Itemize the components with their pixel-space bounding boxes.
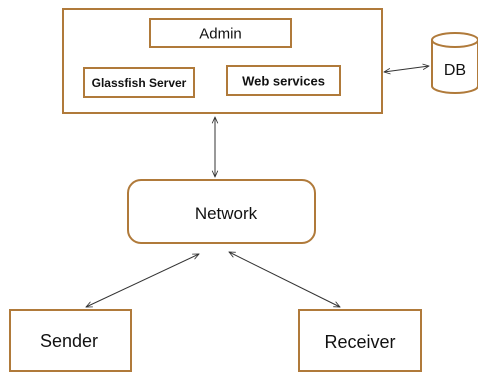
sender-node: Sender: [9, 309, 132, 372]
network-node: Network: [127, 179, 316, 244]
glassfish-server-label: Glassfish Server: [92, 76, 187, 90]
glassfish-server-node: Glassfish Server: [83, 67, 195, 98]
receiver-label: Receiver: [324, 332, 395, 352]
sender-label: Sender: [40, 331, 98, 351]
admin-node: Admin: [149, 18, 292, 48]
arrow-network-receiver: [229, 252, 340, 307]
db-node: DB: [431, 32, 478, 94]
db-label: DB: [444, 62, 466, 79]
receiver-node: Receiver: [298, 309, 422, 372]
admin-label: Admin: [199, 26, 242, 43]
arrow-server-db: [384, 66, 429, 72]
web-services-node: Web services: [226, 65, 341, 96]
network-label: Network: [195, 204, 258, 223]
web-services-label: Web services: [242, 74, 325, 89]
arrow-network-sender: [86, 253, 199, 308]
